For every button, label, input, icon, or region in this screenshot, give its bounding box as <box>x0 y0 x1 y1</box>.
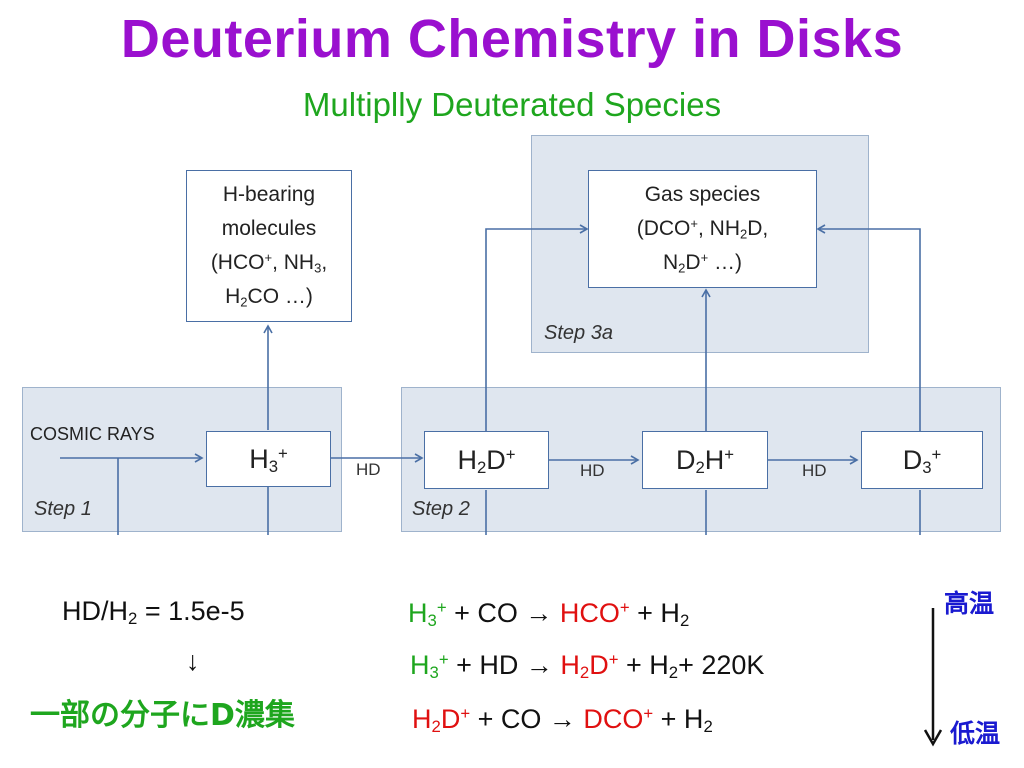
reaction-2: H3+ + HD → H2D+ + H2+ 220K <box>410 649 765 683</box>
h-bearing-line: H2CO …) <box>225 285 313 310</box>
h-bearing-line: molecules <box>221 217 317 240</box>
hd-label: HD <box>580 461 605 480</box>
hd-label: HD <box>802 461 827 480</box>
conclusion-text: 一部の分子にD濃集 <box>30 698 295 733</box>
reaction-3: H2D+ + CO → DCO+ + H2 <box>412 703 713 737</box>
hd-label: HD <box>356 460 381 479</box>
cosmic-rays-label: COSMIC RAYS <box>30 424 155 444</box>
temperature-arrow <box>923 608 943 747</box>
h3-plus-box: H3+ <box>206 431 331 487</box>
h2d-plus-box: H2D+ <box>424 431 549 489</box>
gas-species-box: Gas species (DCO+, NH2D, N2D+ …) <box>588 170 817 288</box>
gas-species-line: N2D+ …) <box>662 249 743 276</box>
step3a-label: Step 3a <box>544 322 613 344</box>
slide-subtitle: Multiplly Deuterated Species <box>302 86 722 123</box>
gas-species-line: Gas species <box>644 183 761 206</box>
high-temperature-label: 高温 <box>944 589 995 618</box>
step1-label: Step 1 <box>34 498 92 520</box>
d3-to-gas-arrow <box>816 224 921 431</box>
hd-h2-ratio: HD/H2 = 1.5e-5 <box>62 596 245 629</box>
h-bearing-line: (HCO+, NH3, <box>210 249 328 276</box>
h-bearing-line: H-bearing <box>222 183 316 206</box>
slide-title: Deuterium Chemistry in Disks <box>120 9 904 69</box>
reaction-1: H3+ + CO → HCO+ + H2 <box>408 597 690 631</box>
h-bearing-molecules-box: H-bearing molecules (HCO+, NH3, H2CO …) <box>186 170 352 322</box>
down-arrow: ↓ <box>186 646 200 676</box>
gas-species-line: (DCO+, NH2D, <box>636 215 769 242</box>
low-temperature-label: 低温 <box>950 719 1001 748</box>
h2d-to-gas-arrow <box>485 224 589 431</box>
d3-plus-box: D3+ <box>861 431 983 489</box>
step2-label: Step 2 <box>412 498 470 520</box>
d2h-plus-box: D2H+ <box>642 431 768 489</box>
